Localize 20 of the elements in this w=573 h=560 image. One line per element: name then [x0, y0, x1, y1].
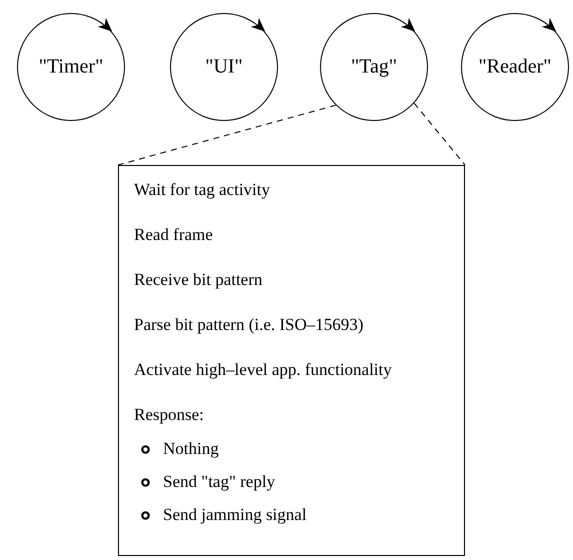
detail-box [118, 165, 465, 556]
process-circle [320, 13, 428, 121]
node-label: "UI" [205, 56, 243, 78]
dashed-line [414, 102, 466, 166]
node-label: "Tag" [350, 56, 398, 78]
process-circle [170, 13, 278, 121]
dashed-line [118, 104, 336, 166]
list-item-text: Send jamming signal [163, 505, 307, 525]
step-text: Wait for tag activity [134, 180, 270, 200]
step-text: Activate high–level app. functionality [134, 360, 392, 380]
step-text: Receive bit pattern [134, 270, 262, 290]
list-item-text: Send "tag" reply [163, 472, 276, 492]
process-circle [461, 13, 569, 121]
node-label: "Timer" [38, 56, 104, 78]
node-label: "Reader" [478, 56, 552, 78]
step-text: Read frame [134, 225, 213, 245]
step-text: Response: [134, 405, 204, 425]
step-text: Parse bit pattern (i.e. ISO–15693) [134, 315, 364, 335]
list-item-text: Nothing [163, 439, 219, 459]
process-circle [17, 13, 125, 121]
